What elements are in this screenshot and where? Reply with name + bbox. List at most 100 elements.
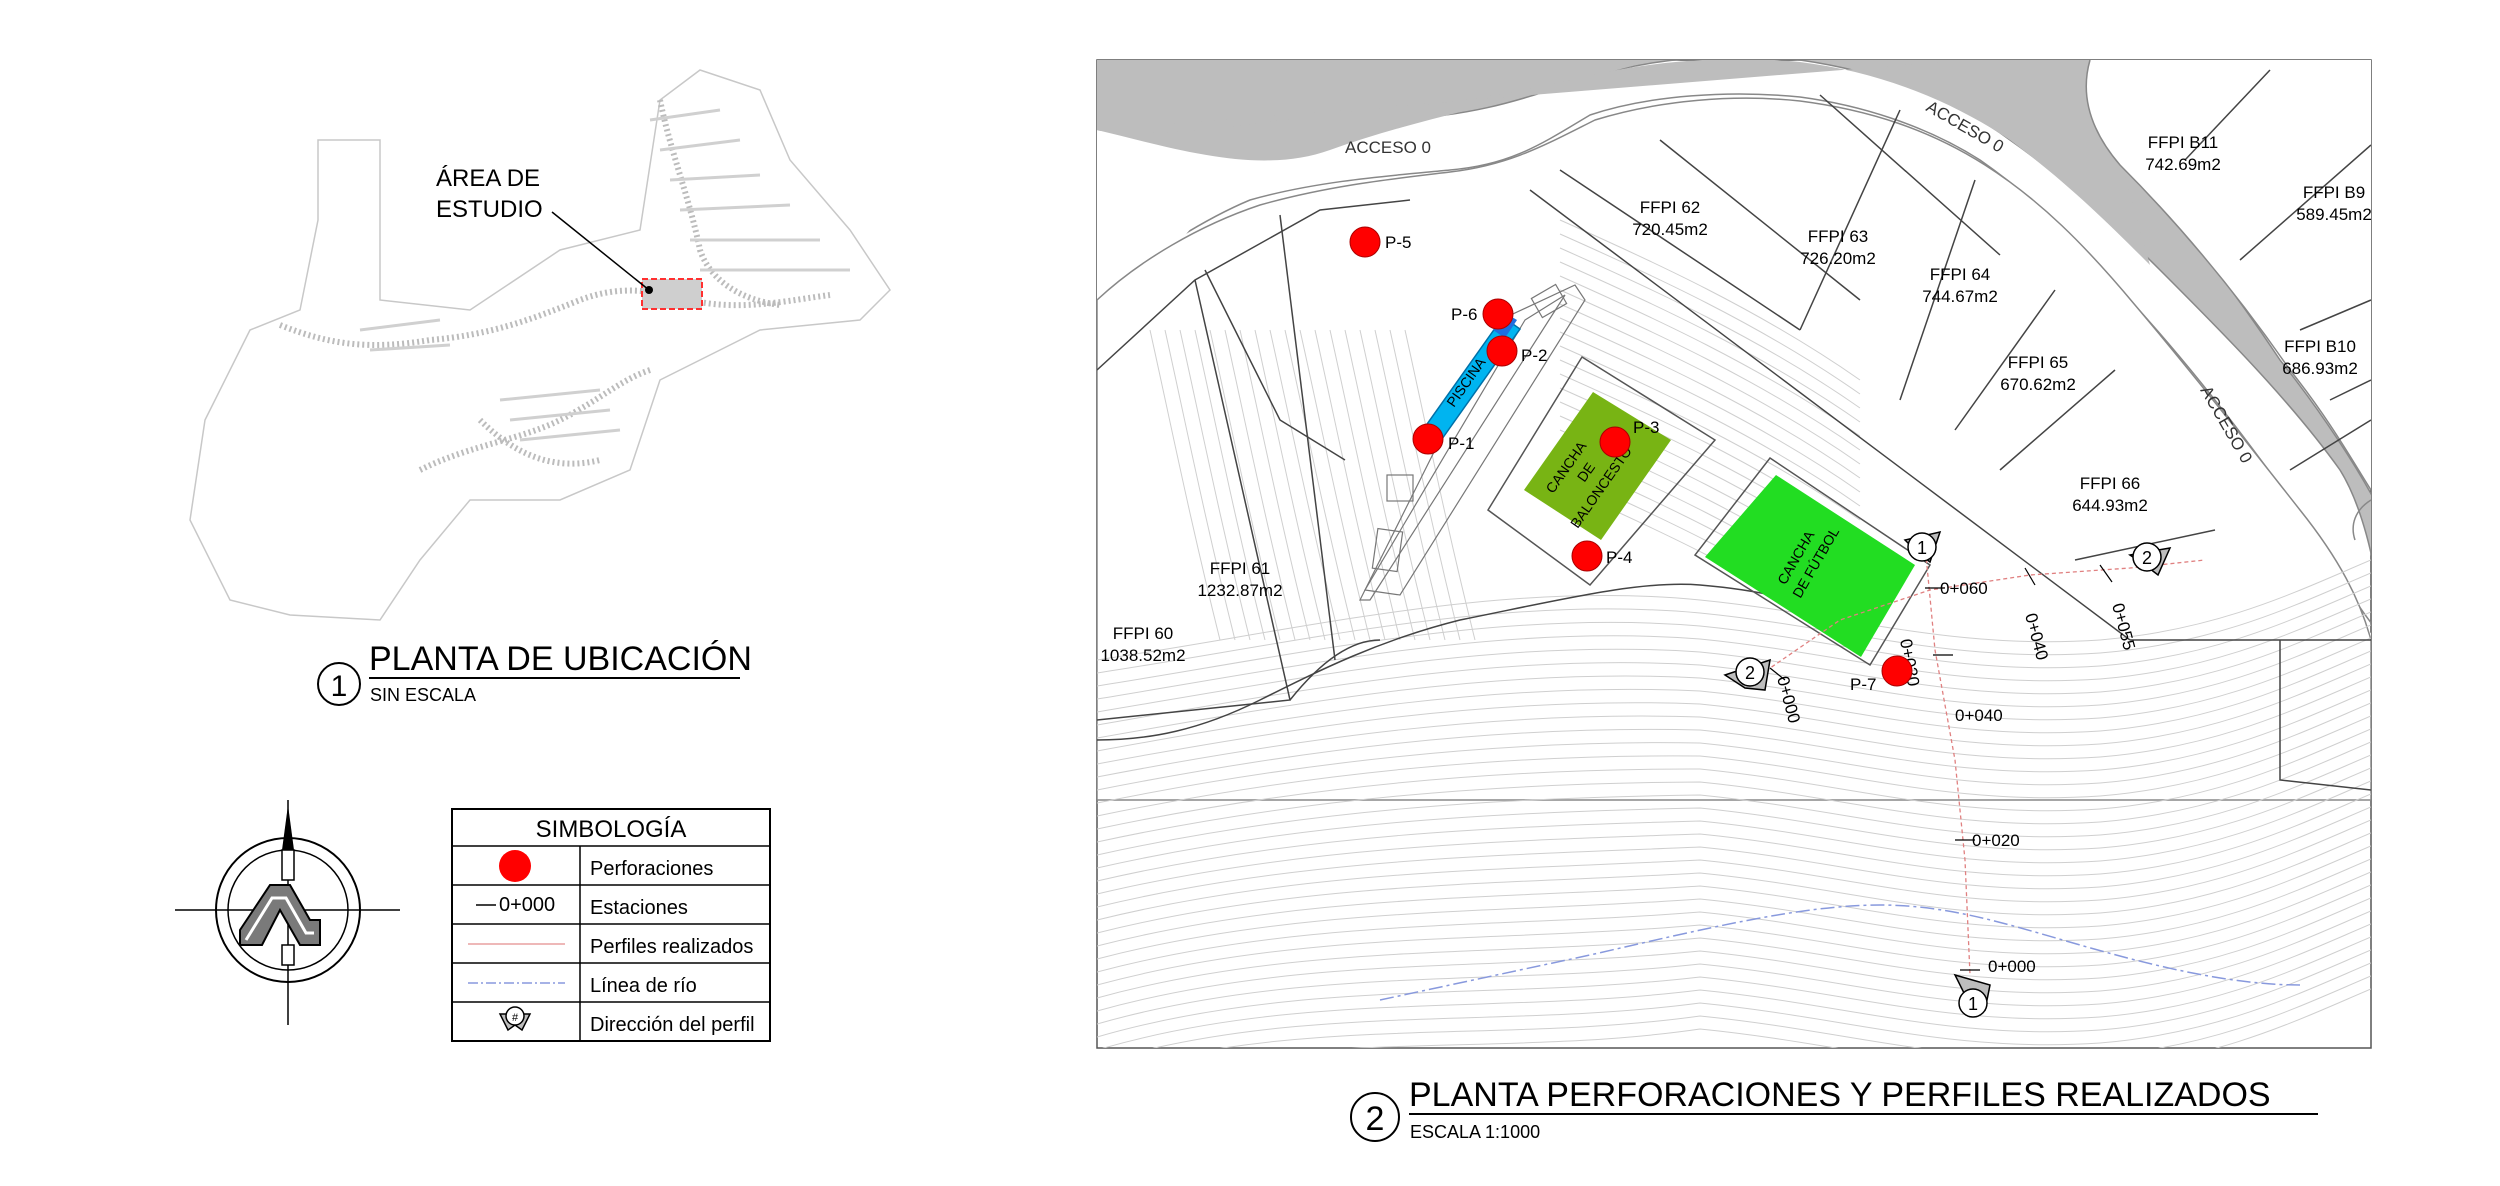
contour-line — [1239, 329, 1311, 641]
drilling-label-P-3: P-3 — [1633, 418, 1659, 437]
contour-line — [1351, 988, 2371, 1048]
contour-line — [1224, 329, 1296, 641]
contour-line — [1097, 780, 2371, 882]
contour-line — [1269, 329, 1341, 641]
contour-line — [1097, 910, 2371, 1012]
contour-line — [1097, 689, 2371, 791]
legend-direction-symbol: # — [512, 1012, 519, 1024]
location-title-number: 1 — [331, 670, 348, 703]
contour-line — [1097, 793, 2371, 895]
contour-line — [1097, 884, 2371, 986]
lot-FFPI-B11-area: 742.69m2 — [2145, 155, 2221, 174]
drilling-P-2: P-2 — [1486, 335, 1547, 367]
profile-marker-2-right: 2 — [2128, 542, 2172, 577]
football-platform — [1693, 456, 1932, 667]
drilling-P-5: P-5 — [1349, 226, 1411, 258]
legend-station-sample: 0+000 — [499, 894, 555, 916]
contour-line — [1097, 819, 2371, 921]
lot-FFPI-63-area: 726.20m2 — [1800, 249, 1876, 268]
contour-line — [1344, 329, 1416, 641]
contour-line — [1097, 611, 2371, 713]
lot-FFPI-63-name: FFPI 63 — [1808, 227, 1868, 246]
lot-FFPI-B10-name: FFPI B10 — [2284, 337, 2356, 356]
profile-marker-1-top-label: 1 — [1917, 538, 1927, 558]
drilling-P-4: P-4 — [1571, 540, 1632, 572]
location-plan: ÁREA DE ESTUDIO 1 PLANTA DE UBICACIÓN SI… — [189, 69, 891, 706]
road-label-acceso-left: ACCESO 0 — [1345, 138, 1431, 157]
contour-line — [1559, 317, 1861, 479]
contour-line — [1559, 275, 1861, 437]
contour-line — [1097, 663, 2371, 765]
contour-line — [1559, 247, 1861, 409]
contour-line — [1097, 858, 2371, 960]
contour-line — [1559, 219, 1861, 381]
drilling-P-6: P-6 — [1451, 298, 1514, 330]
contour-line — [1194, 329, 1266, 641]
main-scale: ESCALA 1:1000 — [1410, 1122, 1540, 1142]
river-line — [1379, 904, 2301, 1001]
profile-lines — [1759, 544, 2206, 976]
legend-heading: SIMBOLOGÍA — [536, 816, 687, 843]
contour-line — [1559, 359, 1861, 521]
lot-labels: FFPI 62 720.45m2 FFPI 63 726.20m2 FFPI 6… — [1100, 133, 2371, 665]
lot-FFPI-64-name: FFPI 64 — [1930, 265, 1990, 284]
contour-line — [1097, 767, 2371, 869]
lot-FFPI-66-area: 644.93m2 — [2072, 496, 2148, 515]
contour-line — [1097, 728, 2371, 830]
drilling-label-P-4: P-4 — [1606, 548, 1632, 567]
contour-line — [1359, 329, 1431, 641]
study-area-label-line1: ÁREA DE — [436, 165, 540, 192]
drilling-label-P-7: P-7 — [1850, 675, 1876, 694]
location-site-outline — [189, 69, 891, 621]
basketball-court — [1524, 392, 1671, 540]
contour-line — [1389, 329, 1461, 641]
contour-line — [1097, 676, 2371, 778]
lot-FFPI-B10-area: 686.93m2 — [2282, 359, 2358, 378]
legend-item-drillings: Perforaciones — [590, 858, 713, 880]
contour-line — [1179, 329, 1251, 641]
contour-line — [1284, 329, 1356, 641]
contour-line — [1097, 741, 2371, 843]
contour-line — [1152, 962, 2371, 1048]
drilling-P-1: P-1 — [1412, 423, 1474, 455]
contour-line — [1559, 331, 1861, 493]
location-title-number-circle — [317, 662, 361, 706]
drilling-P-7: P-7 — [1850, 655, 1913, 694]
contour-line — [1097, 936, 2371, 1038]
lot-FFPI-61-name: FFPI 61 — [1210, 559, 1270, 578]
contour-line — [1209, 329, 1281, 641]
lot-boundaries — [1097, 69, 2371, 791]
contour-line — [1329, 329, 1401, 641]
drilling-label-P-6: P-6 — [1451, 305, 1477, 324]
contour-line — [1097, 871, 2371, 973]
profile-marker-1-bottom-label: 1 — [1968, 994, 1978, 1014]
legend-drilling-symbol — [499, 850, 531, 882]
lot-FFPI-62-area: 720.45m2 — [1632, 220, 1708, 239]
contour-line — [1559, 233, 1861, 395]
legend-item-river: Línea de río — [590, 975, 697, 997]
contour-line — [1097, 923, 2371, 1025]
lot-FFPI-62-name: FFPI 62 — [1640, 198, 1700, 217]
contour-line — [1097, 897, 2371, 999]
lot-FFPI-60-name: FFPI 60 — [1113, 624, 1173, 643]
legend-item-stations: Estaciones — [590, 897, 688, 919]
lot-FFPI-60-area: 1038.52m2 — [1100, 646, 1185, 665]
drilling-P-3: P-3 — [1599, 418, 1659, 458]
lot-FFPI-B11-name: FFPI B11 — [2148, 133, 2219, 152]
lot-FFPI-61-area: 1232.87m2 — [1197, 581, 1282, 600]
road-edge — [1097, 93, 2371, 624]
contour-line — [1219, 975, 2371, 1048]
drilling-label-P-2: P-2 — [1521, 346, 1547, 365]
study-area-marker — [641, 278, 703, 310]
contour-line — [1404, 329, 1476, 641]
profile-marker-2-right-label: 2 — [2142, 548, 2152, 568]
contour-line — [1097, 845, 2371, 947]
profile-marker-2-left-label: 2 — [1745, 663, 1755, 683]
main-title: PLANTA PERFORACIONES Y PERFILES REALIZAD… — [1409, 1076, 2271, 1114]
station-label-0060: 0+060 — [1940, 579, 1988, 598]
contour-line — [1097, 585, 2371, 687]
legend-table: SIMBOLOGÍA Perforaciones 0+000 Estacione… — [451, 808, 771, 1042]
contour-line — [1559, 261, 1861, 423]
contour-line — [1097, 832, 2371, 934]
contour-line — [1097, 637, 2371, 739]
